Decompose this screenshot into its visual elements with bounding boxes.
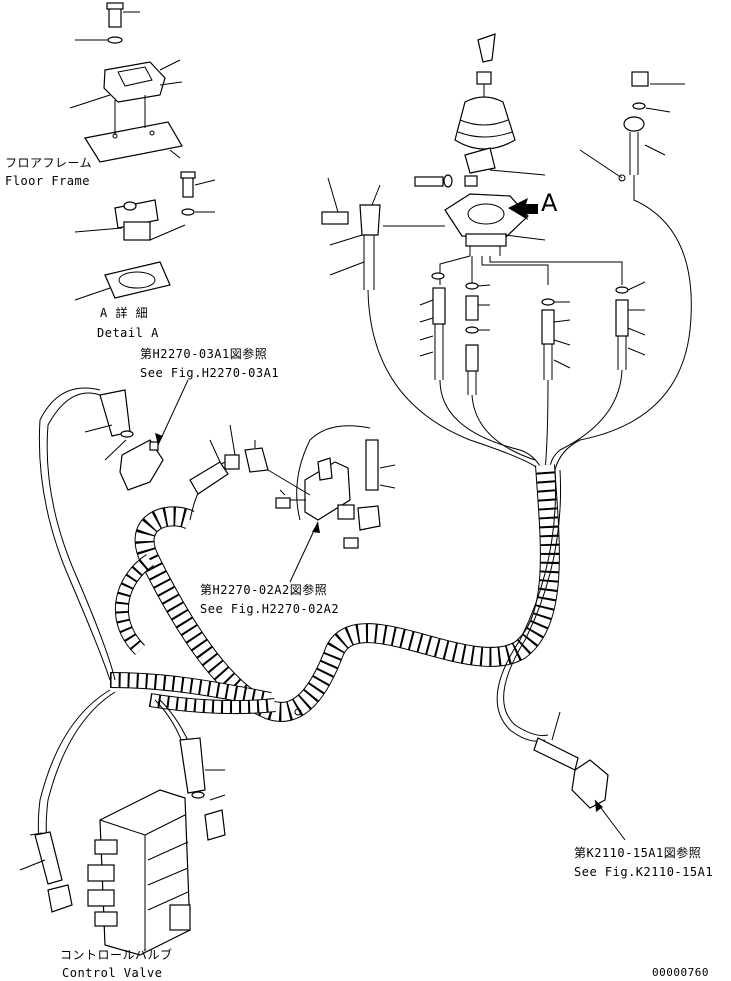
control-valve-label-jp: コントロールバルブ — [60, 948, 173, 962]
elbow-hose-fitting — [321, 177, 381, 290]
drawing-number: 00000760 — [652, 966, 709, 979]
detail-a-assembly — [74, 171, 216, 301]
floor-frame-label-en: Floor Frame — [5, 174, 90, 188]
solenoid-valve-left — [84, 379, 189, 491]
reference-label-1-jp: 第H2270-03A1図参照 — [140, 347, 268, 361]
leader-lines-misc — [279, 489, 286, 496]
reference-label-3-jp: 第K2110-15A1図参照 — [574, 846, 702, 860]
floor-frame-bracket-assembly — [69, 2, 183, 163]
reference-label-1-en: See Fig.H2270-03A1 — [140, 366, 280, 380]
ppc-lever-assembly — [383, 33, 546, 256]
view-marker-a: A — [541, 189, 558, 217]
reference-label-2-en: See Fig.H2270-02A2 — [200, 602, 340, 616]
banjo-fitting-assembly — [579, 71, 685, 182]
floor-frame-label-jp: フロアフレーム — [5, 156, 93, 170]
control-valve-label-en: Control Valve — [62, 966, 163, 980]
long-hoses — [37, 387, 562, 871]
hose-bundle-upper — [367, 175, 692, 471]
right-sensor-fitting — [533, 711, 626, 841]
control-valve — [19, 737, 226, 956]
detail-a-label-jp: A 詳 細 — [100, 306, 149, 320]
spiral-hose-protector — [109, 464, 560, 722]
pilot-line-header — [419, 255, 646, 395]
detail-a-label-en: Detail A — [97, 326, 159, 340]
reference-label-3-en: See Fig.K2110-15A1 — [574, 865, 714, 879]
center-fittings — [189, 424, 396, 583]
reference-label-2-jp: 第H2270-02A2図参照 — [200, 583, 328, 597]
